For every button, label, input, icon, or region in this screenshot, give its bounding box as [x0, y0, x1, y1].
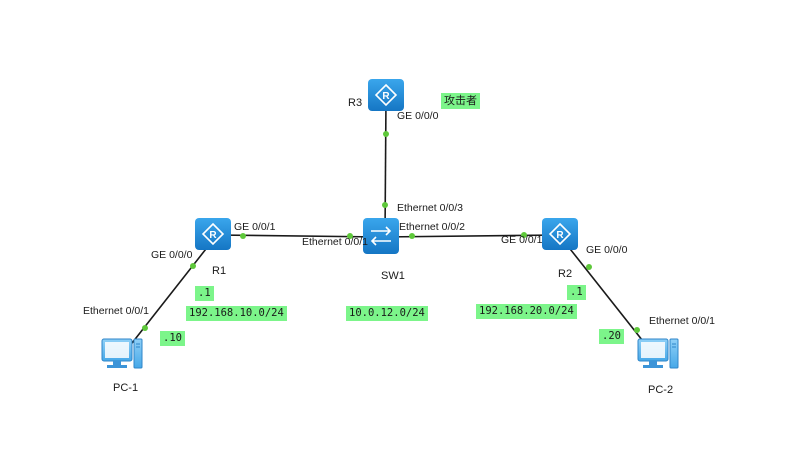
port-label-r3-ge000: GE 0/0/0 [397, 110, 439, 122]
port-dot-sw1-e002 [409, 233, 415, 239]
port-label-r1-ge001: GE 0/0/1 [234, 221, 276, 233]
svg-text:R: R [382, 91, 390, 102]
port-label-r1-ge000: GE 0/0/0 [151, 249, 193, 261]
network-left-tag: 192.168.10.0/24 [186, 306, 287, 321]
pc-icon[interactable] [637, 338, 679, 369]
port-label-r2-ge000: GE 0/0/0 [586, 244, 628, 256]
pc-icon[interactable] [101, 338, 143, 369]
port-dot-r1-ge001 [240, 233, 246, 239]
device-name-r3: R3 [348, 97, 363, 109]
port-dot-pc1-e001 [142, 325, 148, 331]
device-name-sw1: SW1 [381, 270, 405, 282]
port-dot-r1-ge000 [190, 263, 196, 269]
port-dot-r2-ge001 [521, 232, 527, 238]
link-sw1-r3 [384, 97, 387, 237]
router-icon[interactable]: R [195, 218, 231, 250]
device-name-pc2: PC-2 [648, 384, 674, 396]
port-label-sw1-e002: Ethernet 0/0/2 [399, 221, 465, 233]
device-name-r2: R2 [558, 268, 573, 280]
network-right-tag: 192.168.20.0/24 [476, 304, 577, 319]
device-name-r1: R1 [212, 265, 227, 277]
router-icon[interactable]: R [542, 218, 578, 250]
svg-text:R: R [209, 230, 217, 241]
port-dot-r3-ge000 [383, 131, 389, 137]
pc2-ip-tag: .20 [599, 329, 624, 344]
port-label-sw1-e001: Ethernet 0/0/1 [302, 236, 368, 248]
r2-ip-tag: .1 [567, 285, 586, 300]
port-label-pc1-e001: Ethernet 0/0/1 [83, 305, 149, 317]
router-icon[interactable]: R [368, 79, 404, 111]
link-r1-pc1 [124, 239, 214, 353]
r1-ip-tag: .1 [195, 286, 214, 301]
port-label-r2-ge001: GE 0/0/1 [501, 234, 543, 246]
device-name-pc1: PC-1 [113, 382, 139, 394]
port-dot-sw1-e001 [347, 233, 353, 239]
port-dot-r2-ge000 [586, 264, 592, 270]
port-label-sw1-e003: Ethernet 0/0/3 [397, 202, 463, 214]
attacker-tag: 攻击者 [441, 93, 480, 109]
port-dot-sw1-e003 [382, 202, 388, 208]
pc1-ip-tag: .10 [160, 331, 185, 346]
network-mid-tag: 10.0.12.0/24 [346, 306, 428, 321]
switch-icon[interactable] [363, 218, 399, 254]
svg-text:R: R [556, 230, 564, 241]
port-dot-pc2-e001 [634, 327, 640, 333]
port-label-pc2-e001: Ethernet 0/0/1 [649, 315, 715, 327]
